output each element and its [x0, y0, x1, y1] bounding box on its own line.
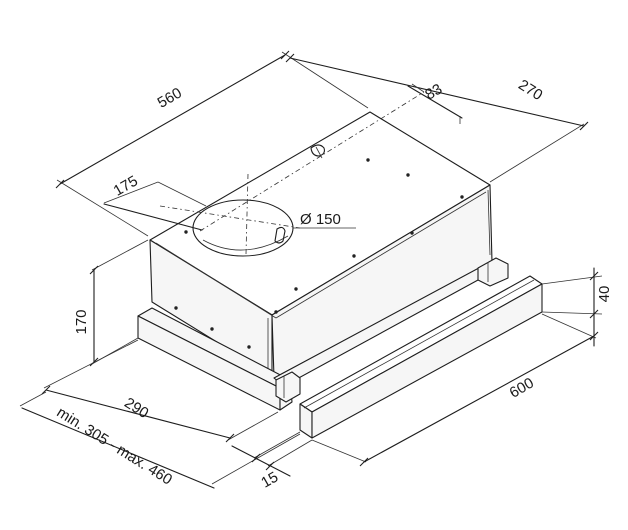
duct-front-offset-label: 175: [111, 172, 141, 199]
dimension-front-gap: 15: [231, 431, 313, 492]
body-height-label: 170: [73, 309, 90, 334]
overall-width-label: 270: [515, 76, 545, 104]
dimension-duct-diameter: Ø 150: [293, 211, 356, 229]
hood-body: [149, 111, 493, 379]
screw-holes: [174, 158, 464, 349]
body-width-label: 290: [121, 394, 151, 422]
panel-height-label: 40: [596, 286, 613, 303]
bottom-rail: [137, 257, 509, 411]
width-range-label: min. 305 - max. 460: [54, 404, 175, 489]
duct-diameter-label: Ø 150: [300, 211, 341, 228]
dimension-width-range: min. 305 - max. 460: [19, 391, 301, 489]
front-panel: [299, 275, 543, 439]
panel-length-label: 600: [507, 374, 537, 401]
duct-side-offset-label: 83: [422, 81, 445, 104]
dimension-body-height: 170: [73, 239, 149, 367]
center-lines: [159, 91, 425, 255]
depth-label: 560: [155, 84, 185, 111]
duct-collar-icon: [274, 226, 286, 244]
front-gap-label: 15: [258, 469, 281, 492]
dimension-duct-side: 83: [407, 81, 463, 124]
dimension-panel-height: 40: [541, 267, 613, 347]
